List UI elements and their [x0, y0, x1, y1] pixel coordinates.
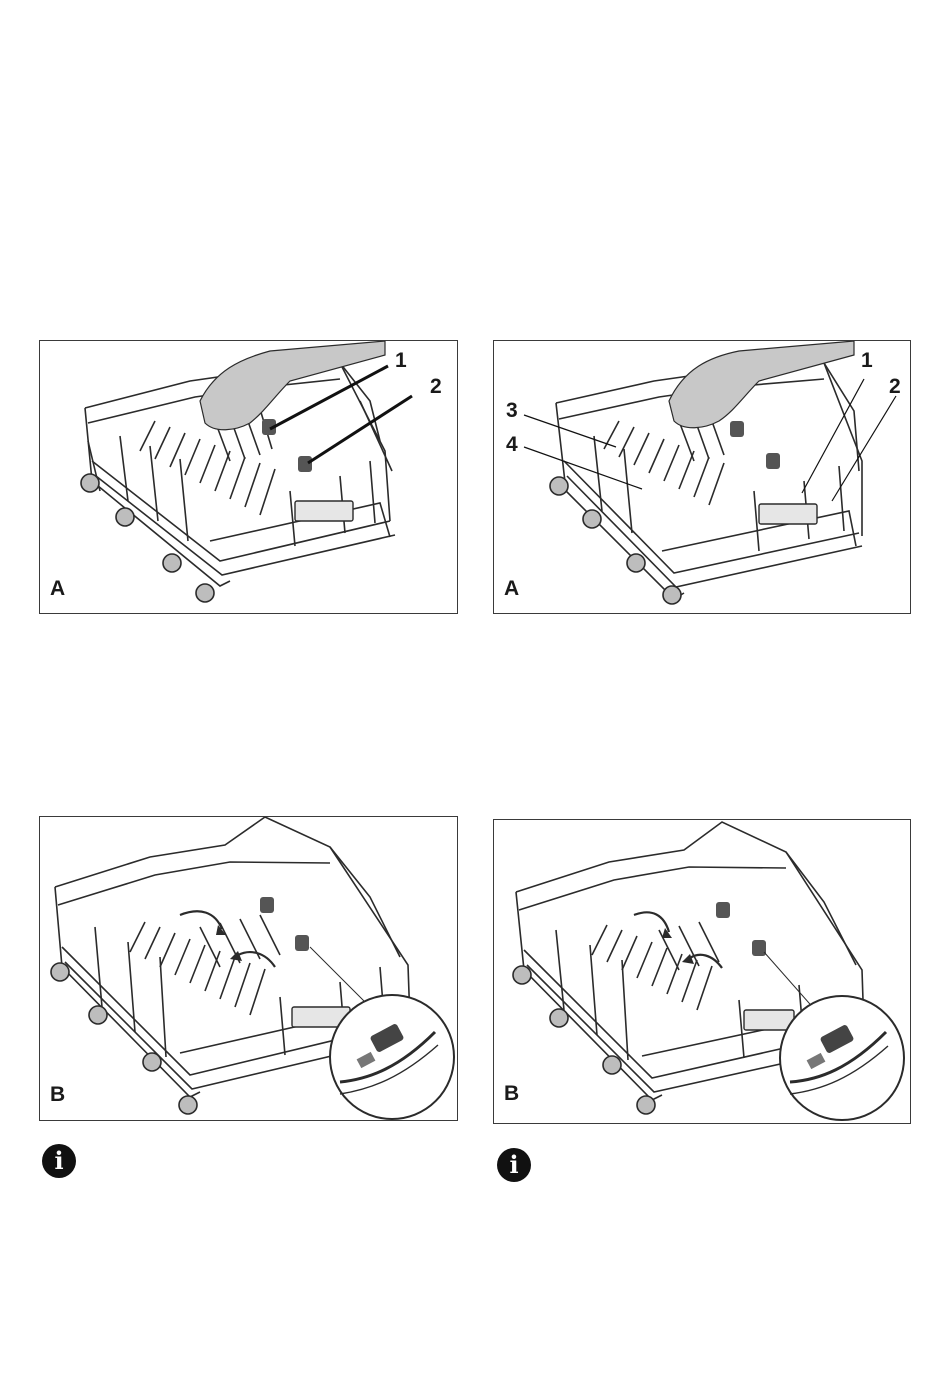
callout-2: 2	[889, 375, 901, 399]
panel-label: B	[50, 1083, 65, 1107]
dish-rack-illustration	[40, 341, 458, 614]
figure-panel-top-left: 1 2 A	[39, 340, 458, 614]
dish-rack-illustration	[40, 817, 458, 1121]
panel-label: A	[504, 577, 519, 601]
figure-panel-top-right: 1 2 3 4 A	[493, 340, 911, 614]
info-icon: i	[42, 1144, 76, 1178]
callout-3: 3	[506, 399, 518, 423]
callout-1: 1	[861, 349, 873, 373]
figure-panel-bottom-left: B	[39, 816, 458, 1121]
figure-panel-bottom-right: B	[493, 819, 911, 1124]
panel-label: B	[504, 1082, 519, 1106]
dish-rack-illustration	[494, 820, 911, 1124]
callout-2: 2	[430, 375, 442, 399]
callout-4: 4	[506, 433, 518, 457]
panel-label: A	[50, 577, 65, 601]
callout-1: 1	[395, 349, 407, 373]
dish-rack-illustration	[494, 341, 911, 614]
detail-magnifier	[330, 995, 454, 1119]
info-icon: i	[497, 1148, 531, 1182]
detail-magnifier	[780, 996, 904, 1120]
